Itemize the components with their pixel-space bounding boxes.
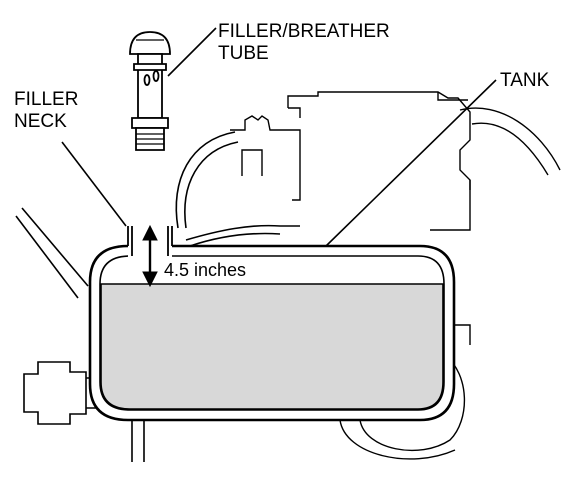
leader-filler-neck <box>61 141 127 227</box>
frame-rails <box>15 207 89 299</box>
dimension-arrow <box>142 224 158 288</box>
mount-block <box>23 361 96 425</box>
leader-tank <box>325 79 497 247</box>
filler-breather-tube-part <box>129 31 171 151</box>
hose-outline <box>175 131 300 247</box>
leader-filler-breather-tube <box>167 27 217 77</box>
label-filler-breather-tube-line2: TUBE <box>218 43 269 64</box>
label-tank: TANK <box>500 70 550 91</box>
leader-lines <box>61 27 497 247</box>
dimension-label: 4.5 inches <box>164 260 246 280</box>
label-filler-neck-line2: NECK <box>14 111 67 132</box>
label-filler-breather-tube-line1: FILLER/BREATHER <box>218 21 390 42</box>
engine-background-outline <box>230 91 561 460</box>
tank-legs <box>131 418 145 462</box>
label-filler-neck-line1: FILLER <box>14 89 78 110</box>
fluid-level <box>100 283 444 410</box>
